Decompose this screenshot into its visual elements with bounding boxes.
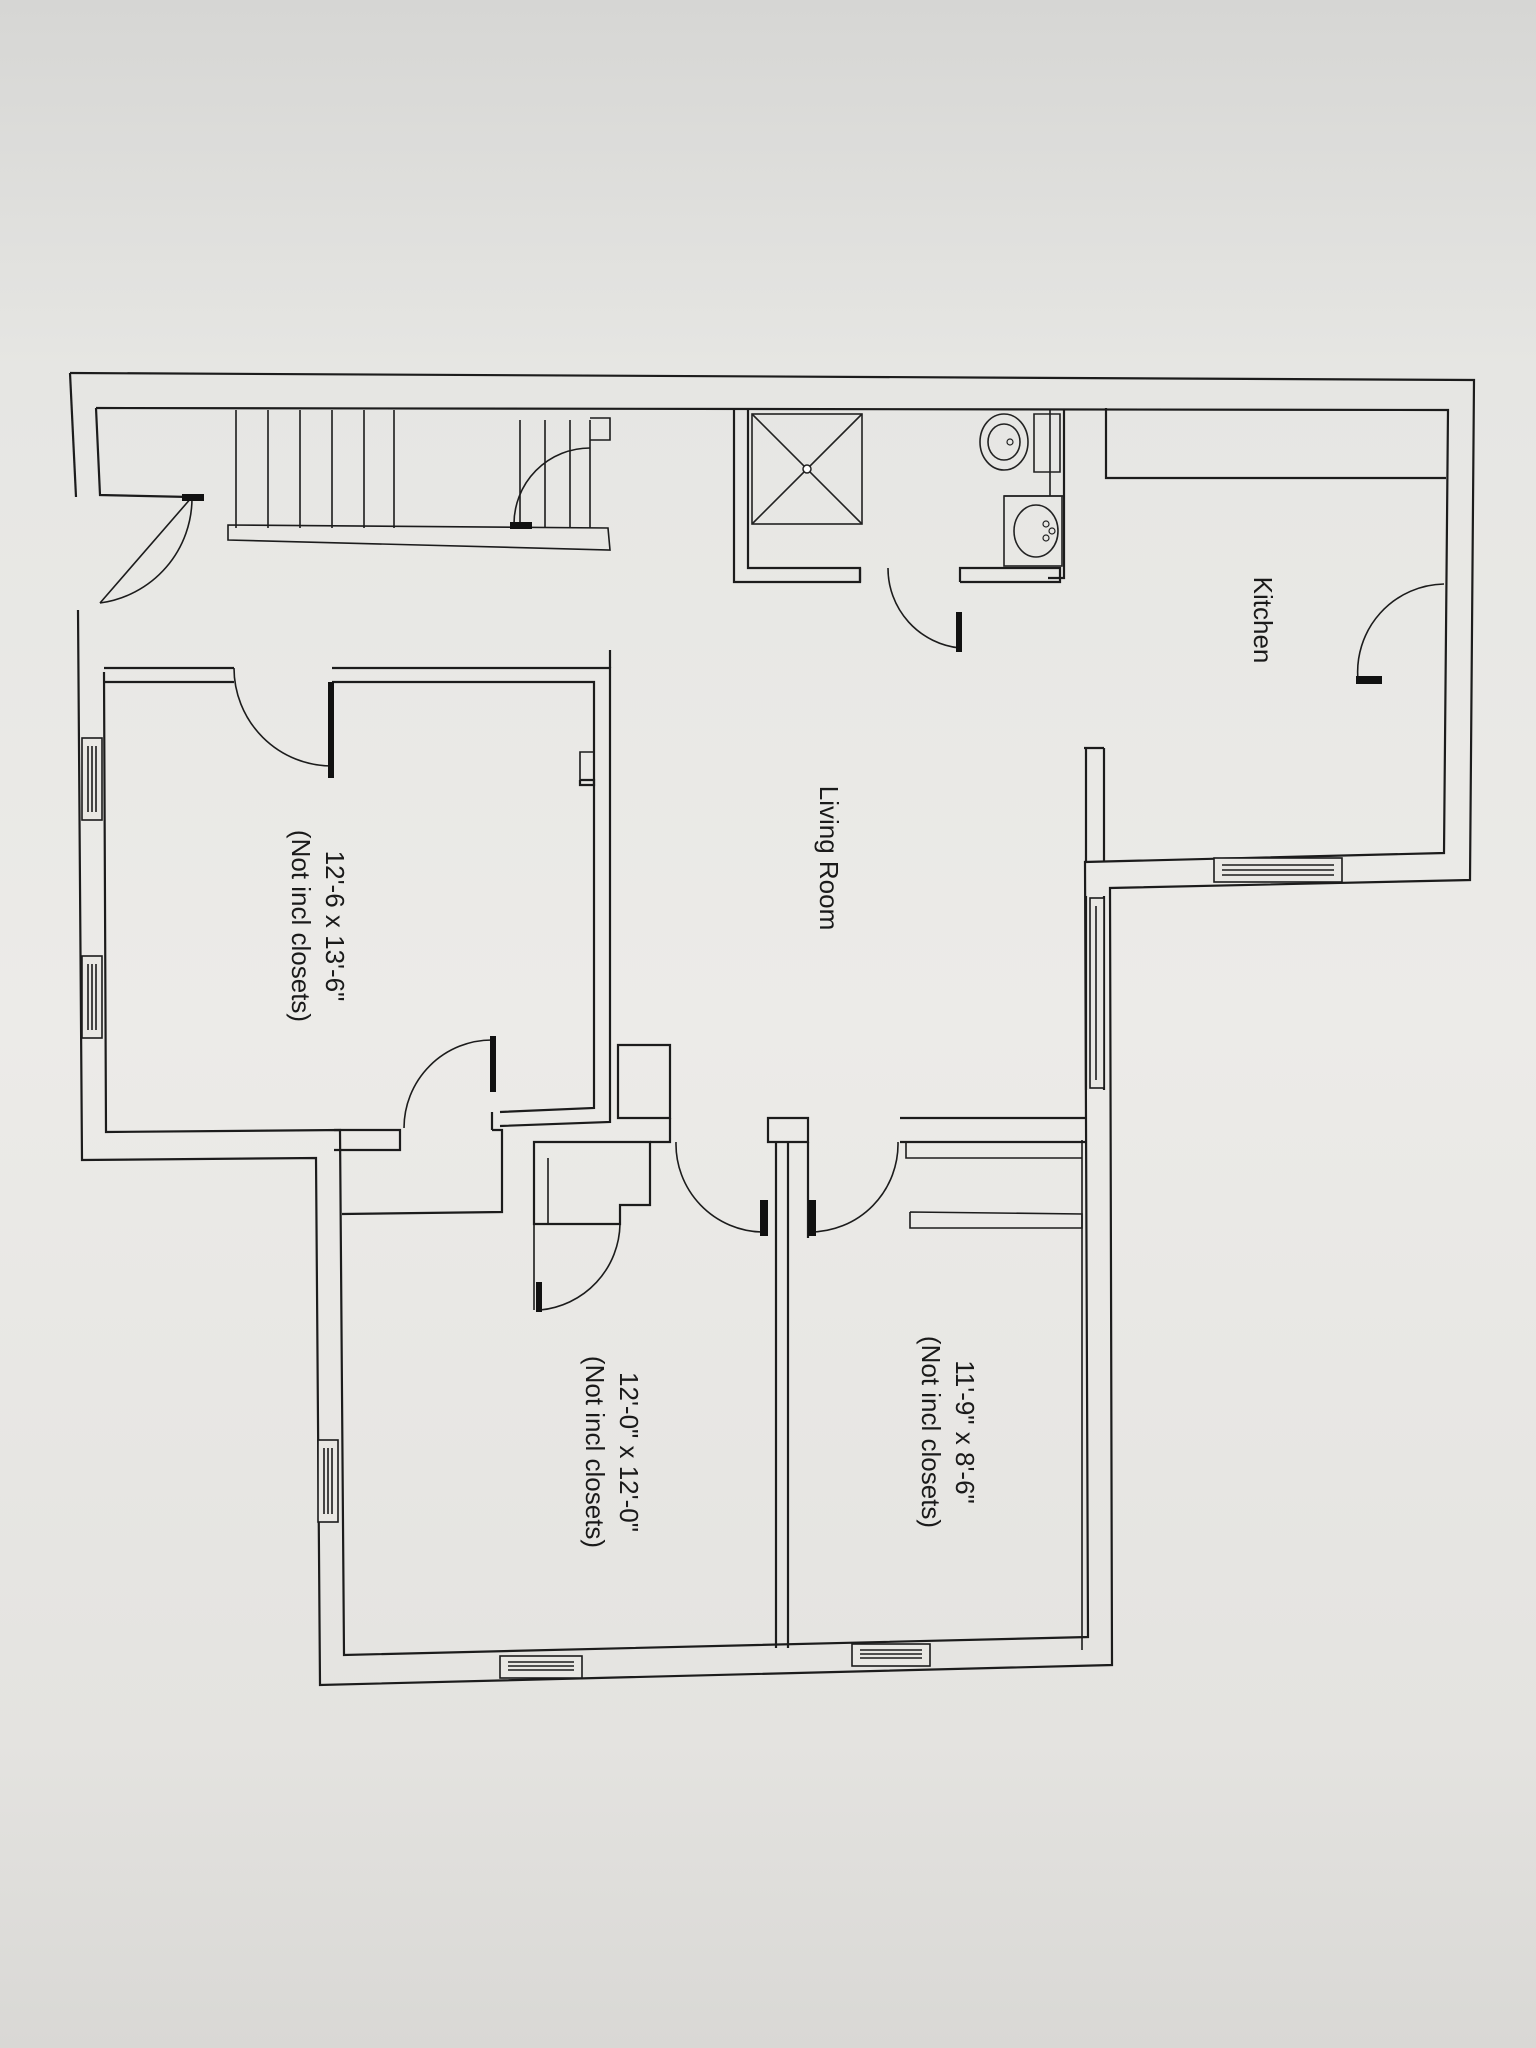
windows [81, 737, 1343, 1679]
label-bedroom-1-note: (Not incl closets) [286, 830, 316, 1022]
bathroom-fixtures [751, 413, 1063, 567]
label-bedroom-3-note: (Not incl closets) [916, 1336, 946, 1528]
doors [99, 447, 1445, 1312]
label-bedroom-2-note: (Not incl closets) [580, 1356, 610, 1548]
outer-walls [68, 371, 1476, 1687]
label-bedroom-2-size: 12'-0" x 12'-0" [614, 1372, 644, 1532]
label-bedroom-1-size: 12'-6 x 13'-6" [320, 851, 350, 1002]
interior-walls [104, 410, 1106, 1650]
label-bedroom-3-size: 11'-9" x 8'-6" [950, 1360, 980, 1504]
label-kitchen: Kitchen [1248, 577, 1278, 664]
label-living-room: Living Room [814, 786, 844, 931]
